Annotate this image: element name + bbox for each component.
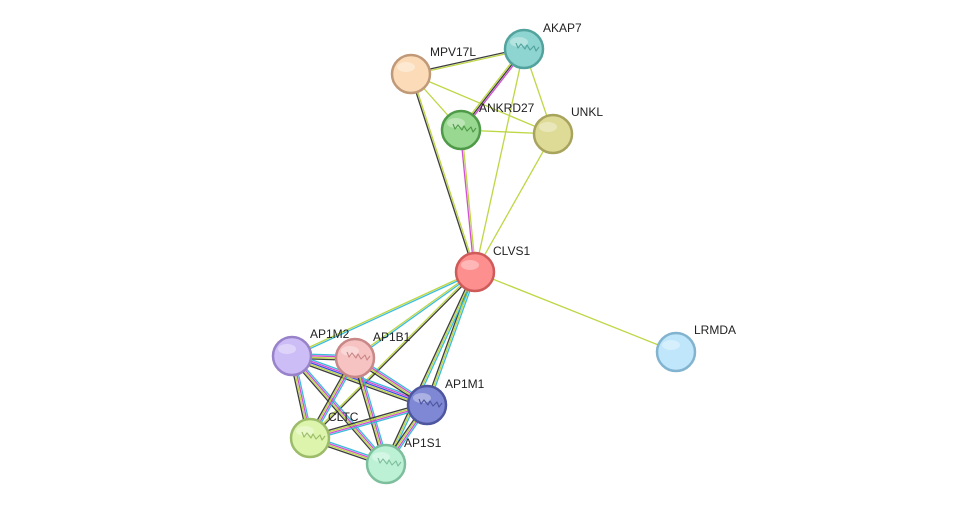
protein-structure-icon	[377, 457, 402, 467]
node-circle[interactable]	[390, 53, 432, 95]
edge-evidence-line	[461, 129, 477, 272]
edge-evidence-line	[385, 271, 476, 465]
edge-evidence-line	[386, 272, 478, 465]
node-circle[interactable]	[406, 384, 448, 426]
node-label-unkl: UNKL	[571, 105, 603, 119]
node-ap1m1[interactable]	[406, 384, 448, 426]
protein-structure-icon	[418, 398, 443, 408]
edge-evidence-line	[459, 130, 475, 273]
edge-evidence-line	[290, 358, 427, 409]
edge-evidence-line	[290, 356, 386, 465]
node-mpv17l[interactable]	[390, 53, 432, 95]
node-highlight	[461, 260, 479, 270]
node-circle[interactable]	[655, 331, 697, 373]
node-ap1m2[interactable]	[271, 335, 313, 377]
node-label-ankrd27: ANKRD27	[479, 101, 535, 115]
node-circle[interactable]	[454, 251, 496, 293]
edge-evidence-line	[289, 357, 385, 467]
edge-evidence-line	[310, 405, 428, 440]
node-highlight	[447, 118, 465, 128]
node-circle[interactable]	[365, 443, 407, 485]
edge-evidence-line	[355, 272, 476, 360]
edge-evidence-line	[293, 353, 389, 463]
node-clvs1[interactable]	[454, 251, 496, 293]
node-circle[interactable]	[532, 113, 574, 155]
edge-ap1m1-cltc	[309, 402, 428, 441]
node-highlight	[278, 344, 296, 354]
node-label-mpv17l: MPV17L	[430, 45, 476, 59]
edge-evidence-line	[474, 133, 554, 273]
node-ap1b1[interactable]	[334, 337, 376, 379]
node-highlight	[510, 37, 528, 47]
edge-evidence-line	[411, 73, 477, 272]
node-circle[interactable]	[334, 337, 376, 379]
node-highlight	[296, 426, 314, 436]
node-circle[interactable]	[289, 417, 331, 459]
edge-evidence-line	[354, 270, 475, 358]
node-label-ap1m1: AP1M1	[445, 377, 485, 391]
edge-evidence-line	[383, 271, 475, 464]
edge-evidence-line	[474, 271, 677, 353]
protein-structure-icon	[346, 351, 371, 361]
node-highlight	[662, 340, 680, 350]
node-highlight	[413, 393, 431, 403]
node-label-lrmda: LRMDA	[694, 323, 736, 337]
node-circle[interactable]	[503, 28, 545, 70]
edge-evidence-line	[309, 403, 427, 438]
node-circle[interactable]	[271, 335, 313, 377]
node-highlight	[341, 346, 359, 356]
edge-clvs1-ankrd27	[459, 129, 477, 273]
node-highlight	[397, 62, 415, 72]
edge-evidence-line	[291, 270, 475, 356]
node-highlight	[539, 122, 557, 132]
node-label-clvs1: CLVS1	[493, 244, 530, 258]
protein-structure-icon	[301, 431, 326, 441]
node-label-akap7: AKAP7	[543, 21, 582, 35]
edge-evidence-line	[309, 402, 427, 437]
edge-evidence-line	[409, 74, 475, 273]
edge-evidence-line	[310, 406, 428, 441]
edge-clvs1-akap7	[474, 48, 525, 273]
protein-structure-icon	[515, 42, 540, 52]
protein-structure-icon	[452, 123, 477, 133]
node-label-ap1b1: AP1B1	[373, 330, 411, 344]
edge-clvs1-ap1s1	[383, 271, 478, 465]
node-label-ap1m2: AP1M2	[310, 327, 350, 341]
node-lrmda[interactable]	[655, 331, 697, 373]
edge-clvs1-ap1m2	[291, 270, 476, 358]
edge-clvs1-unkl	[474, 133, 554, 273]
node-circle[interactable]	[440, 109, 482, 151]
node-cltc[interactable]	[289, 417, 331, 459]
edge-clvs1-lrmda	[474, 271, 677, 353]
edge-evidence-line	[292, 272, 476, 358]
edge-evidence-line	[427, 272, 478, 406]
edge-clvs1-mpv17l	[409, 73, 477, 273]
node-ap1s1[interactable]	[365, 443, 407, 485]
node-layer	[271, 28, 697, 485]
node-ankrd27[interactable]	[440, 109, 482, 151]
edge-ap1m2-ap1s1	[289, 353, 389, 467]
node-highlight	[372, 452, 390, 462]
edge-evidence-line	[292, 355, 388, 464]
edge-evidence-line	[474, 48, 525, 273]
node-unkl[interactable]	[532, 113, 574, 155]
node-akap7[interactable]	[503, 28, 545, 70]
node-label-ap1s1: AP1S1	[404, 436, 442, 450]
edge-clvs1-ap1b1	[354, 270, 476, 360]
node-label-cltc: CLTC	[328, 410, 359, 424]
